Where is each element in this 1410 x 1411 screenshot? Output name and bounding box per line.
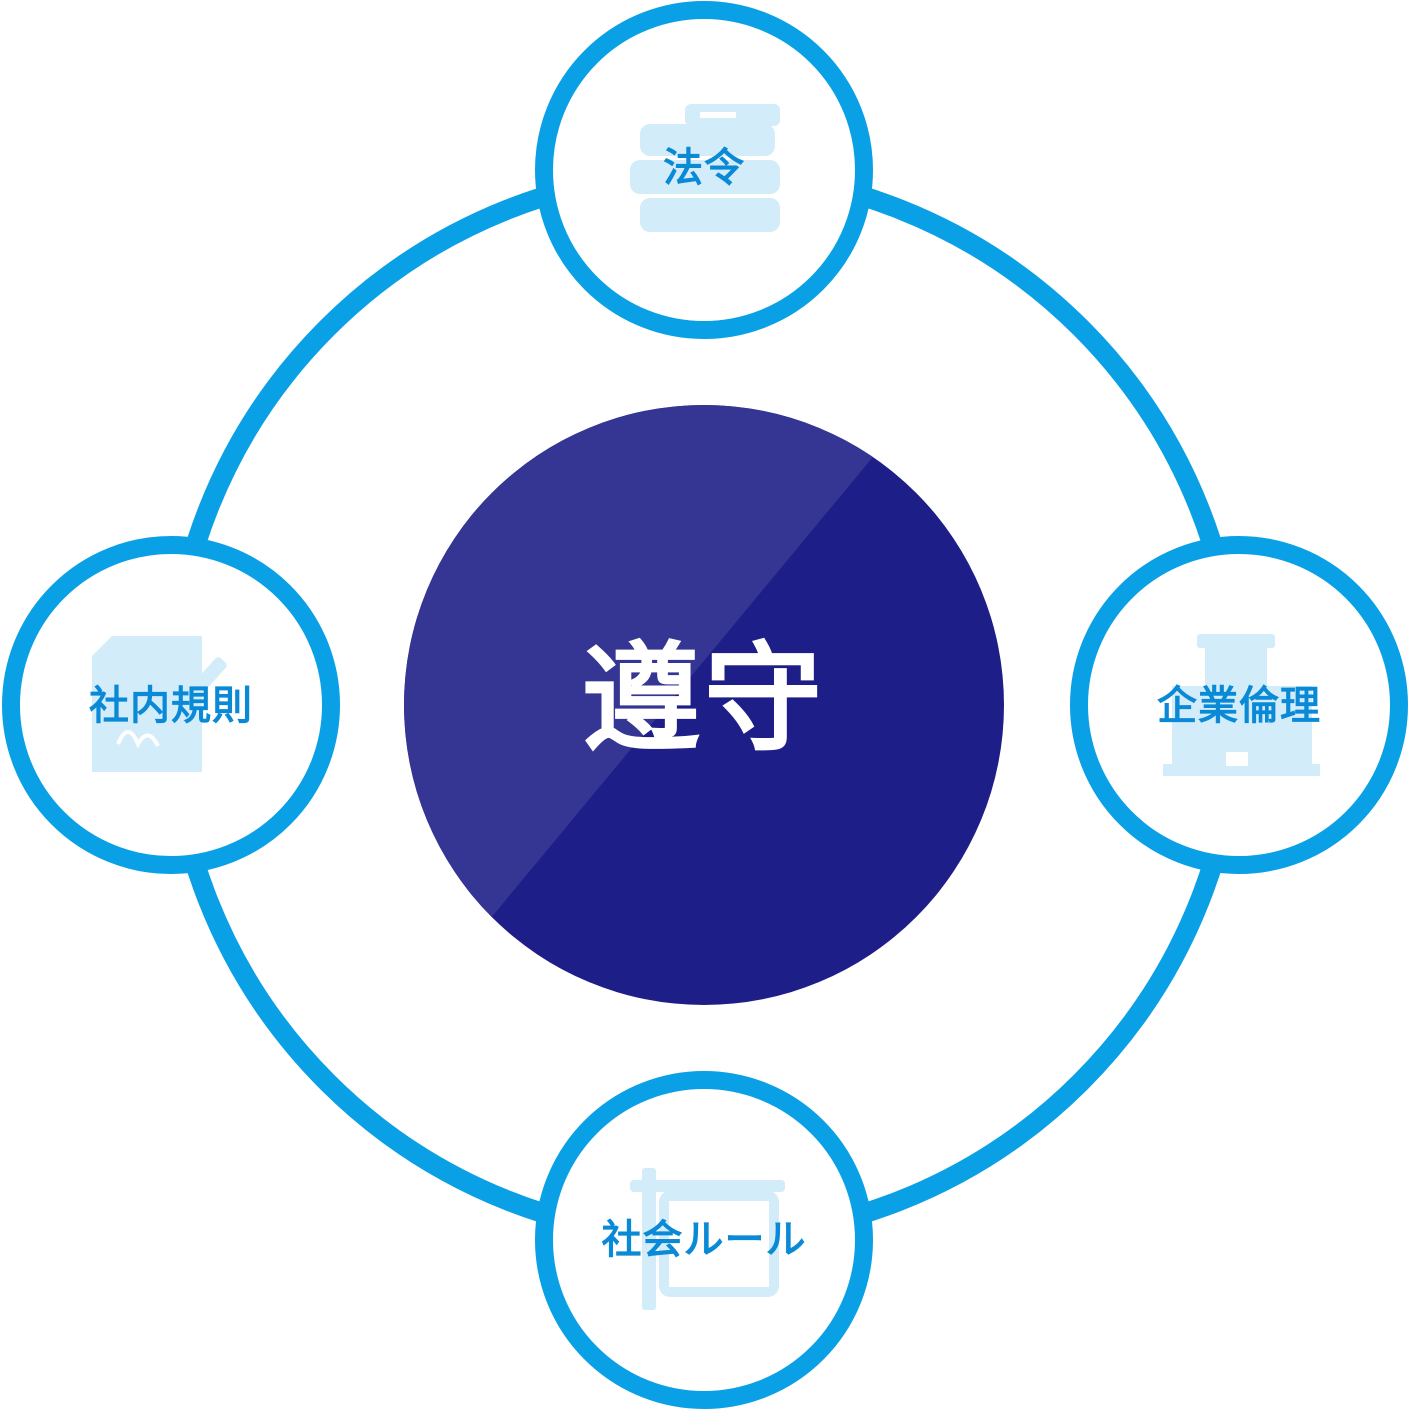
node-label-social-rules: 社会ルール [602, 1217, 807, 1263]
node-social-rules-circle [535, 1071, 873, 1409]
node-label-corporate-ethics: 企業倫理 [1157, 683, 1321, 729]
node-label-internal-rules: 社内規則 [89, 683, 253, 729]
document-pen-icon [92, 636, 227, 772]
node-social-rules: 社会ルール [535, 1071, 873, 1409]
center-label: 遵守 [582, 630, 826, 768]
node-label-law: 法令 [663, 145, 745, 191]
node-law: 法令 [535, 1, 873, 339]
office-building-icon [1163, 634, 1320, 776]
center-disc: 遵守 [404, 405, 1004, 1005]
node-corporate-ethics: 企業倫理 [1070, 536, 1408, 874]
node-internal-rules: 社内規則 [2, 536, 340, 874]
torii-gate-icon [630, 1168, 785, 1310]
stacked-books-icon [630, 104, 780, 232]
